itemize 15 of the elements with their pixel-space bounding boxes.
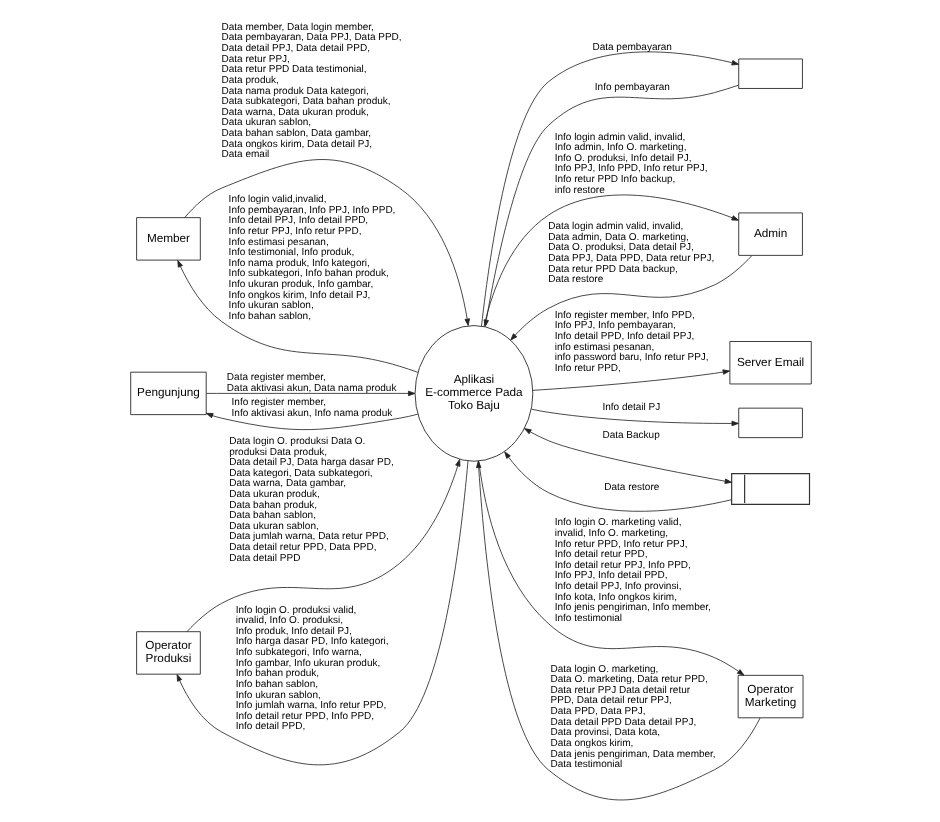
arrow (531, 369, 730, 391)
arrow (530, 408, 738, 427)
arrow (175, 460, 468, 766)
arrow (204, 412, 418, 430)
node-box (737, 58, 802, 89)
arrow (183, 159, 469, 326)
arrow (185, 459, 460, 632)
arrow (475, 460, 760, 801)
node-box (737, 407, 802, 439)
arrow (523, 428, 731, 484)
arrow (509, 255, 752, 341)
arrow (477, 460, 744, 676)
arrow (205, 390, 415, 397)
arrow (503, 451, 731, 512)
arrow (176, 260, 418, 373)
